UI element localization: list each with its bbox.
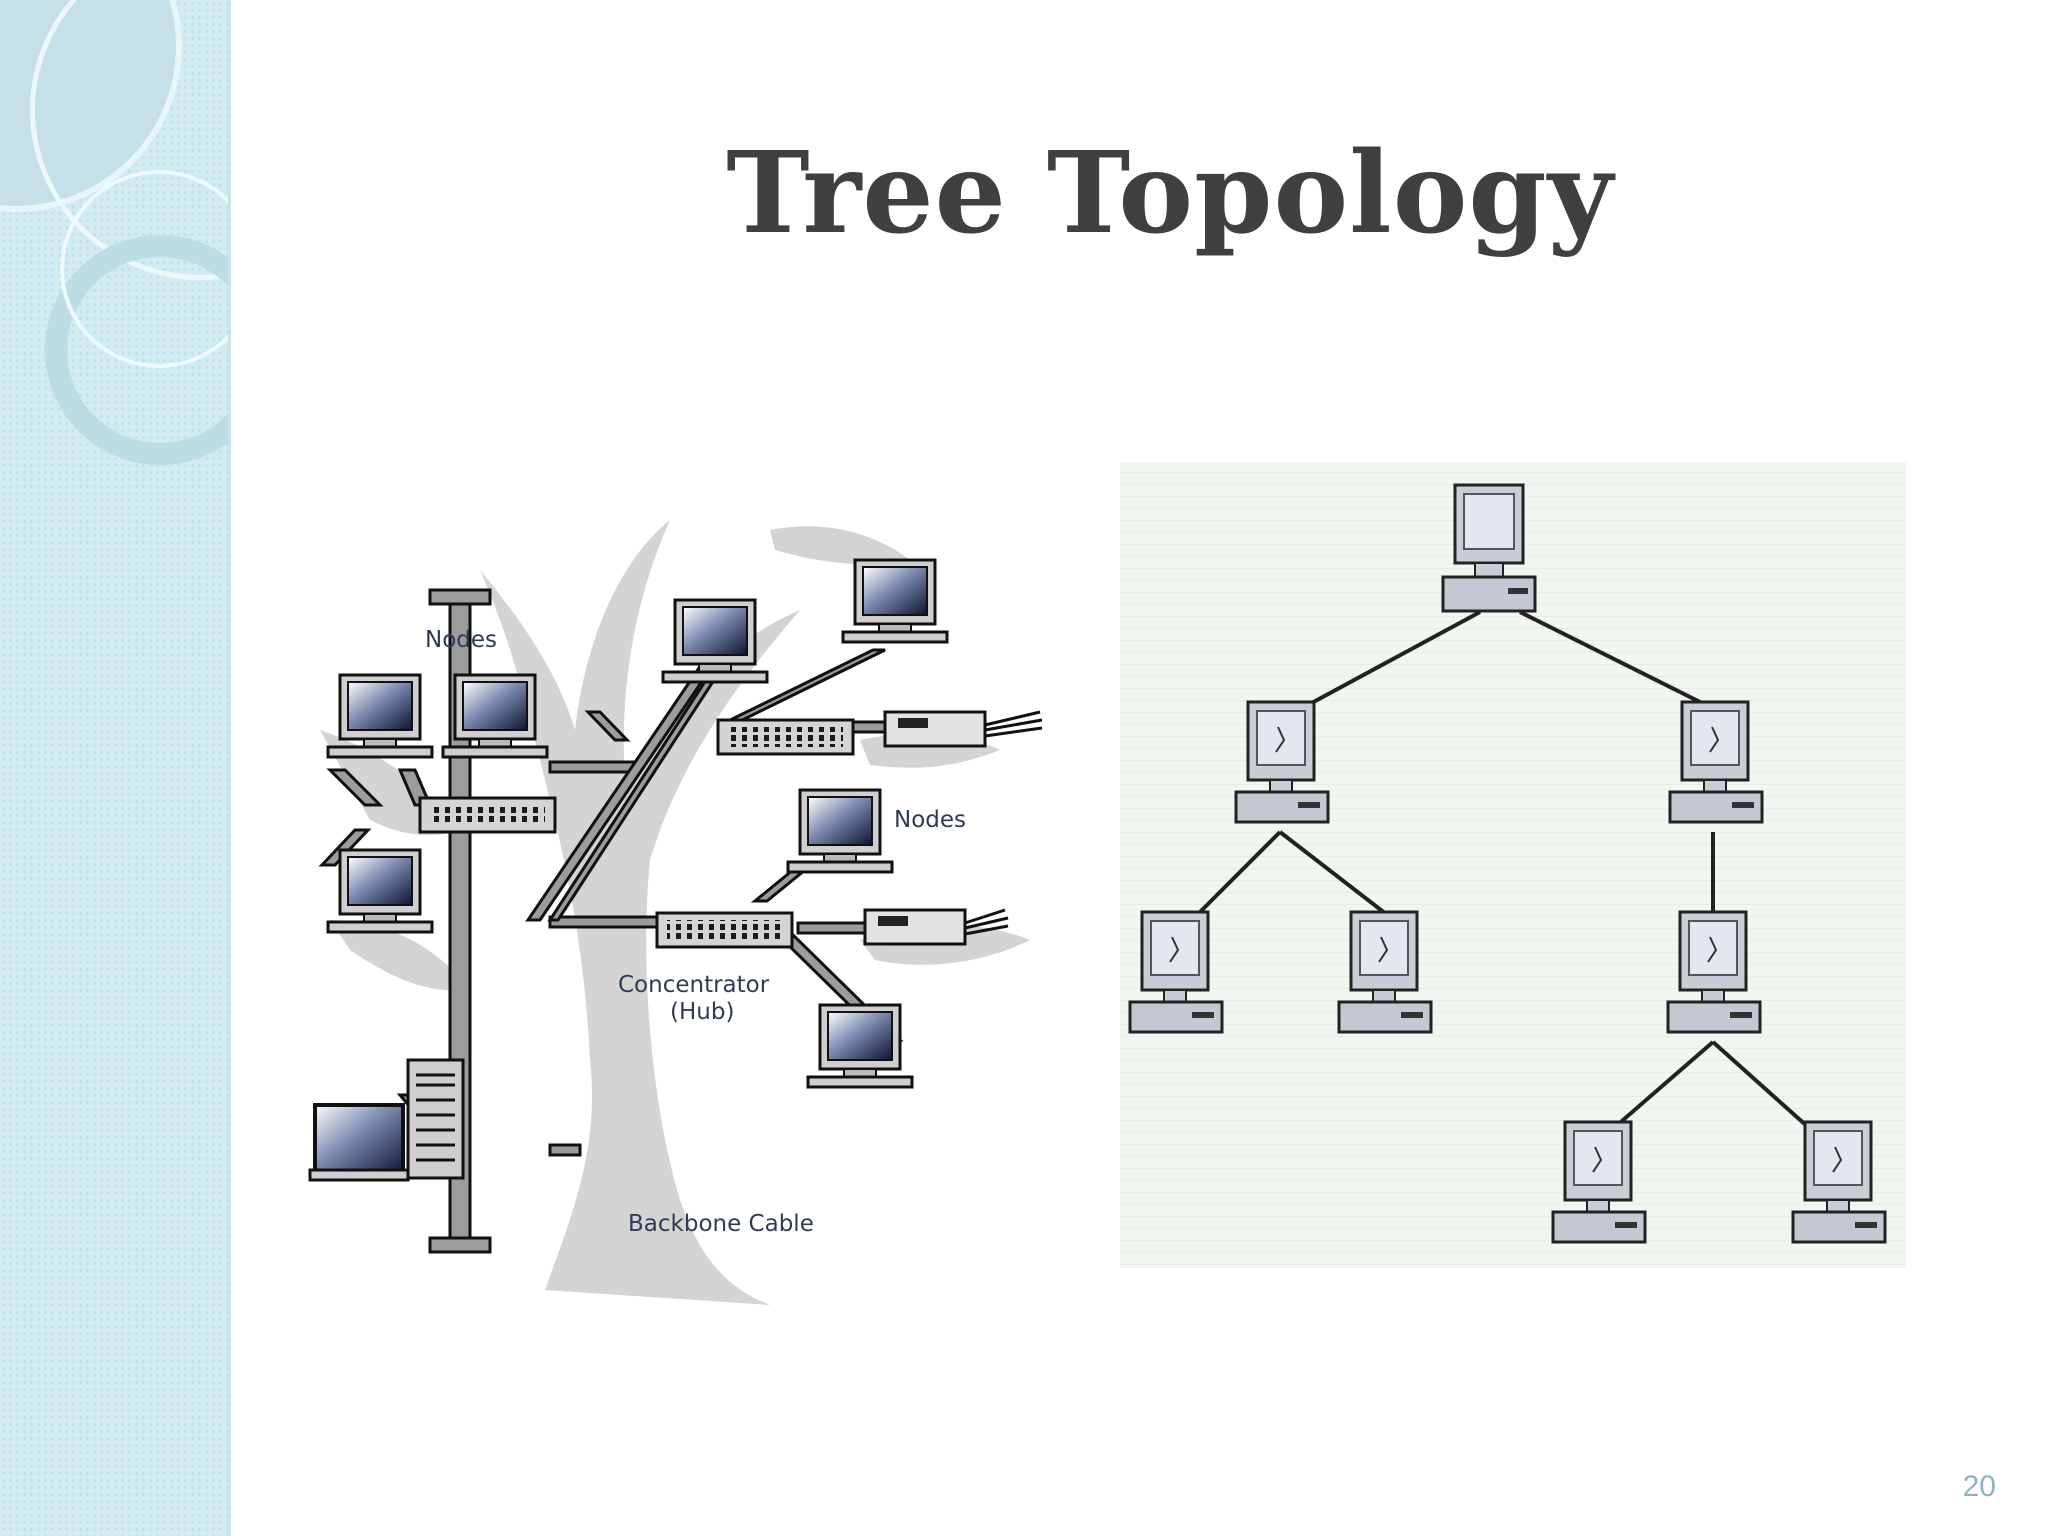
tree-hierarchy-diagram: [1120, 462, 1906, 1268]
decorative-swirl-ring-light: [60, 170, 228, 368]
printer-icon: [883, 710, 1043, 748]
label-backbone-cable: Backbone Cable: [628, 1211, 814, 1237]
label-nodes-right: Nodes: [894, 807, 966, 833]
computer-node-level2: [1128, 910, 1224, 1034]
node-computer: [806, 1003, 914, 1089]
network-cables: [318, 638, 904, 1157]
server-workstation: [308, 1058, 465, 1182]
hub-left: [418, 796, 557, 834]
computer-node-level3: [1791, 1120, 1887, 1244]
slide-title: Tree Topology: [726, 128, 1614, 259]
node-computer: [326, 848, 434, 934]
tree-links: [1193, 610, 1810, 1129]
printer-icon: [863, 908, 1009, 946]
label-hub: (Hub): [670, 999, 734, 1025]
computer-node-level2: [1666, 910, 1762, 1034]
computer-node-level3: [1551, 1120, 1647, 1244]
label-concentrator: Concentrator: [618, 972, 770, 998]
hub-upper: [716, 718, 855, 756]
node-computer: [786, 788, 894, 874]
root-computer: [1441, 483, 1537, 613]
label-nodes-top: Nodes: [425, 627, 497, 653]
node-computer: [841, 558, 949, 644]
hub-lower: [655, 911, 794, 949]
computer-node-level2: [1337, 910, 1433, 1034]
decorative-side-band: [0, 0, 231, 1536]
tree-topology-illustration: Nodes Nodes Concentrator (Hub) Backbone …: [308, 520, 1043, 1305]
computer-node-level1: [1234, 700, 1330, 824]
slide-number: 20: [1962, 1470, 1996, 1503]
computer-node-level1: [1668, 700, 1764, 824]
